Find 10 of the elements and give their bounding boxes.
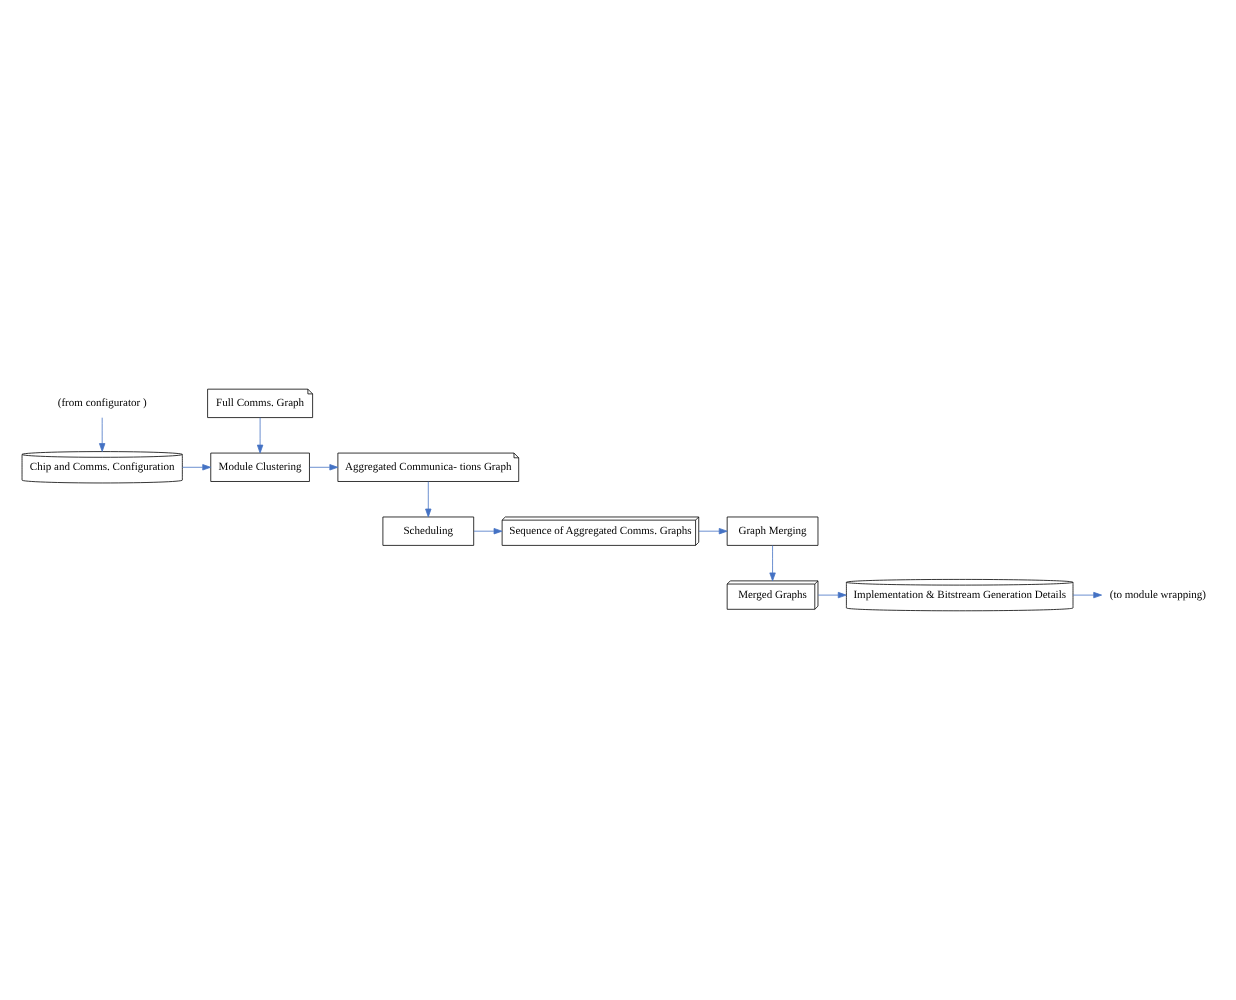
arrow [769, 545, 776, 582]
arrow [182, 464, 211, 471]
arrow [817, 591, 847, 599]
arrow [99, 417, 106, 452]
arrow [698, 528, 728, 535]
arrow [256, 417, 264, 454]
arrow [309, 464, 339, 471]
arrow [1072, 591, 1102, 599]
arrow [473, 528, 503, 535]
arrow [425, 481, 432, 518]
